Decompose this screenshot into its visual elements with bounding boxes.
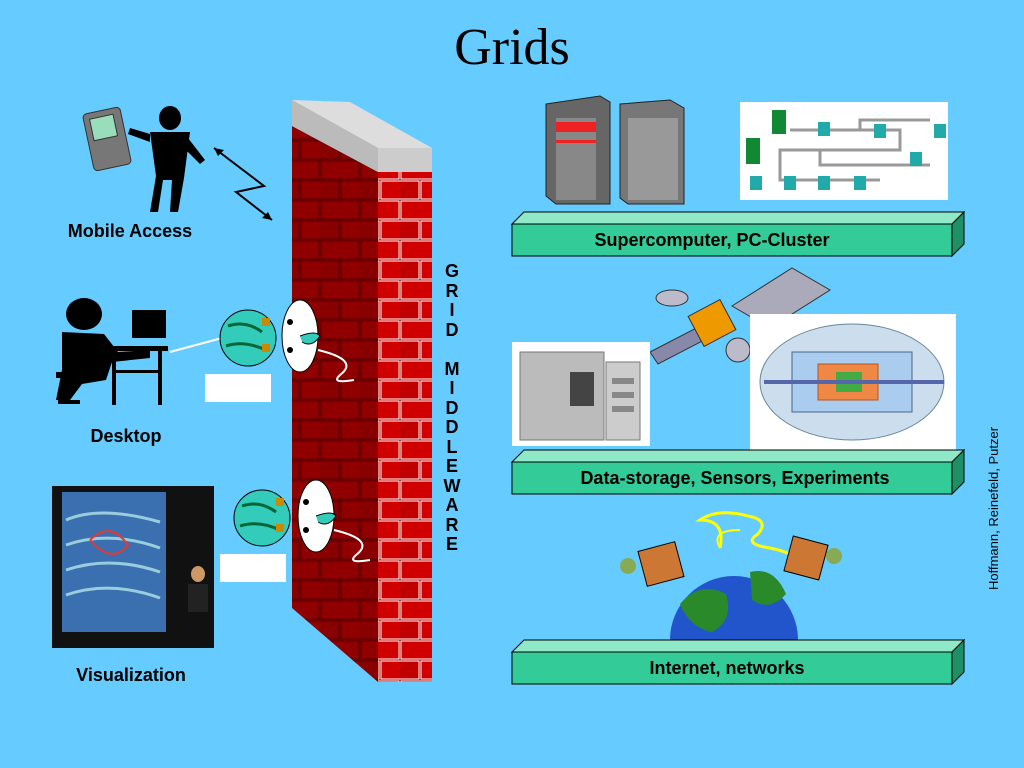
beam-label-top: Supercomputer, PC-Cluster — [594, 230, 829, 250]
credit-text: Hoffmann, Reinefeld, Putzer — [986, 426, 1001, 590]
middleware-letter: D — [445, 319, 459, 340]
pda-icon — [82, 106, 132, 172]
supercomputer-image — [545, 95, 685, 205]
plug-icon — [220, 479, 371, 582]
middleware-letter: E — [445, 456, 458, 476]
middleware-letter: W — [443, 475, 461, 496]
wireless-link-icon — [213, 147, 273, 221]
label-mobile-access: Mobile Access — [67, 221, 193, 241]
pc-cluster-image — [740, 102, 948, 200]
middleware-letter: D — [445, 397, 459, 418]
visualization-image — [52, 486, 214, 648]
middleware-letter: I — [449, 300, 455, 320]
globe-network-image — [620, 511, 842, 640]
middleware-letter: L — [446, 436, 458, 457]
middleware-letter: R — [445, 280, 459, 301]
middleware-letter: I — [449, 378, 455, 398]
middleware-letter — [440, 340, 464, 360]
beam-label-middle: Data-storage, Sensors, Experiments — [580, 468, 889, 488]
beam-label-bottom: Internet, networks — [649, 658, 804, 678]
data-storage-image — [512, 342, 650, 446]
plug-icon — [205, 299, 355, 402]
middleware-letter: D — [445, 417, 459, 437]
desktop-user-icon — [56, 298, 168, 405]
page-title: Grids — [454, 19, 570, 76]
beam-supercomputer — [510, 210, 966, 258]
label-desktop: Desktop — [90, 426, 162, 446]
detector-experiment-image — [750, 314, 956, 450]
middleware-wall — [292, 100, 432, 682]
middleware-letter: A — [445, 495, 459, 515]
middleware-letter: E — [445, 534, 458, 554]
label-visualization: Visualization — [76, 665, 186, 685]
satellite-image — [649, 267, 831, 365]
mobile-user-icon — [128, 106, 205, 212]
beam-data-storage — [510, 448, 966, 496]
beam-internet — [510, 638, 966, 686]
middleware-letter: M — [444, 358, 460, 379]
middleware-letter: R — [445, 514, 459, 535]
middleware-letter: G — [444, 261, 459, 281]
